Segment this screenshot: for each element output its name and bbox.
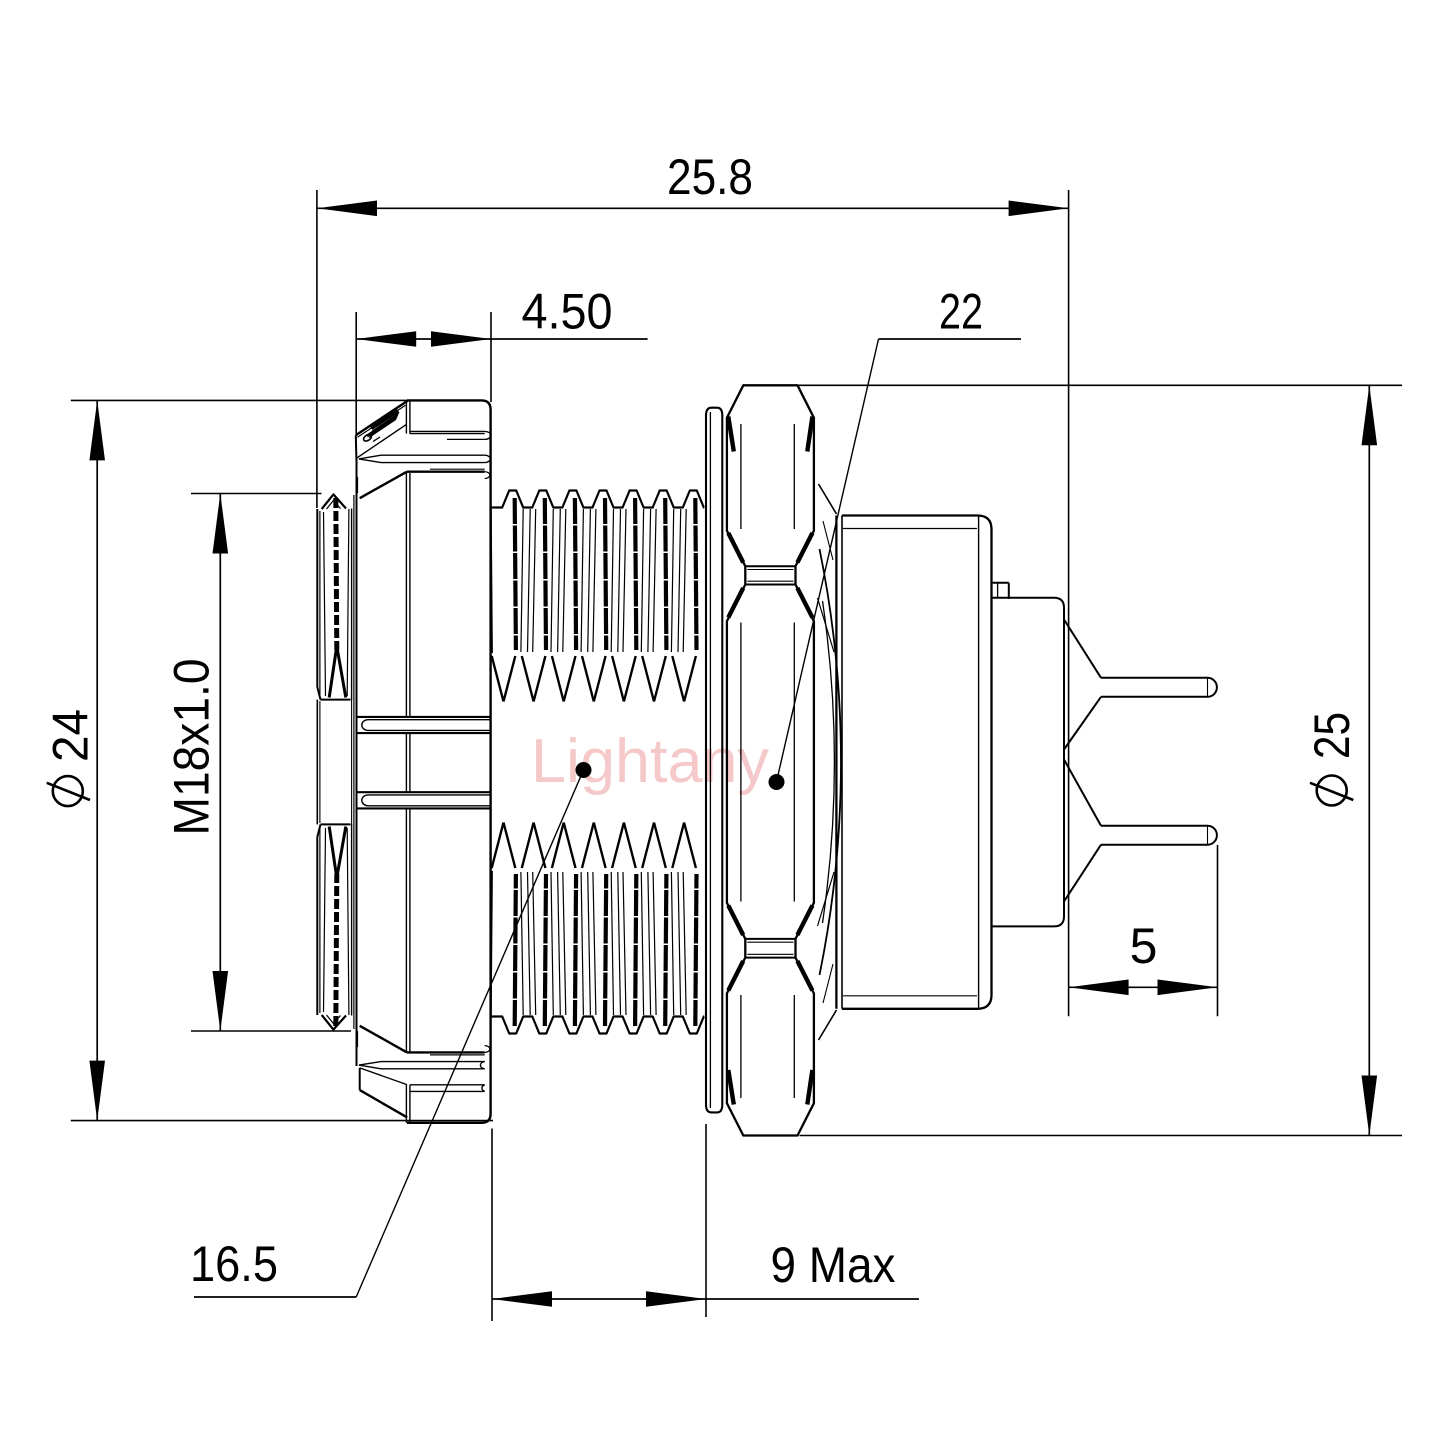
- svg-text:M18x1.0: M18x1.0: [164, 659, 220, 836]
- svg-text:24: 24: [43, 709, 99, 762]
- svg-text:Lightany: Lightany: [531, 727, 769, 796]
- svg-text:5: 5: [1130, 918, 1158, 974]
- svg-text:22: 22: [939, 284, 983, 340]
- svg-text:25: 25: [1304, 712, 1360, 759]
- svg-text:25.8: 25.8: [667, 149, 753, 205]
- svg-text:16.5: 16.5: [190, 1236, 278, 1292]
- svg-text:4.50: 4.50: [522, 284, 613, 340]
- svg-text:9 Max: 9 Max: [771, 1237, 896, 1293]
